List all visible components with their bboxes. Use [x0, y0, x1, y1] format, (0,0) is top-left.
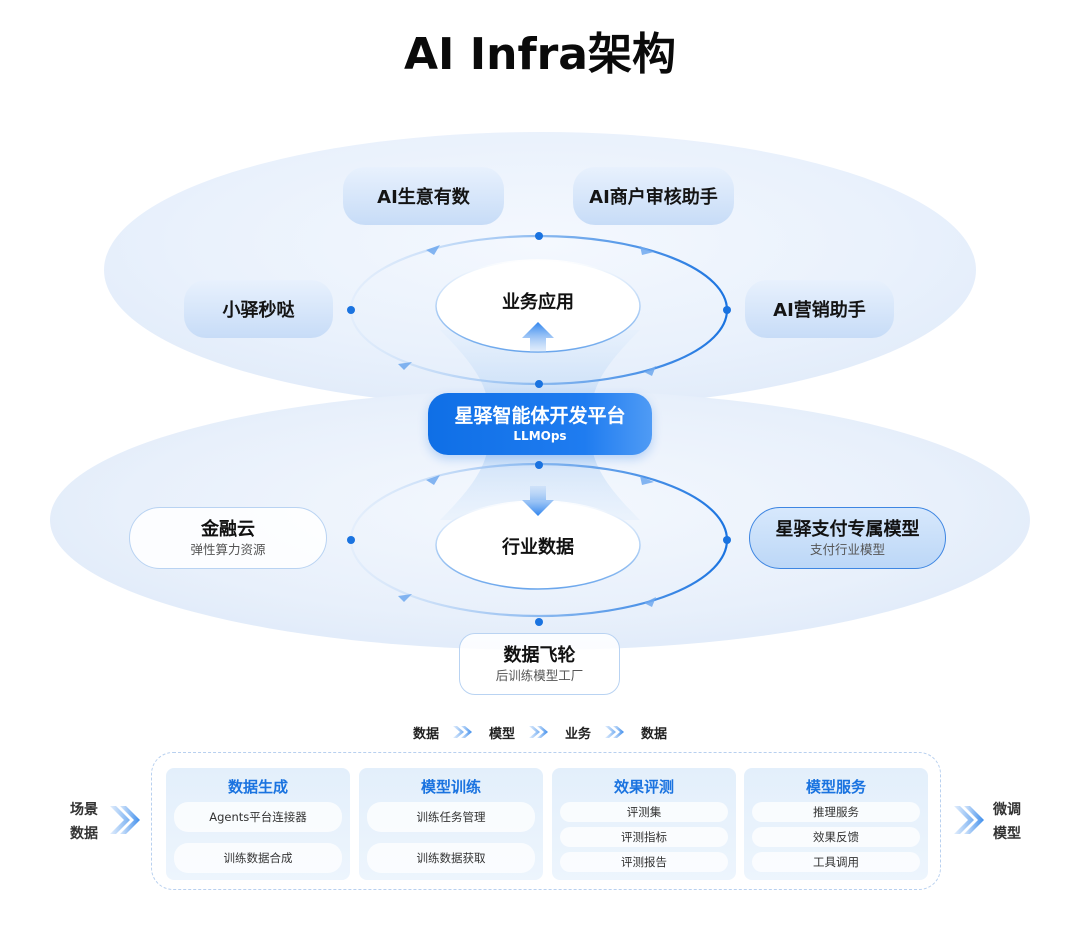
flow-step: 数据 [641, 726, 668, 742]
platform-title: 星驿智能体开发平台 [454, 405, 626, 427]
column-title: 效果评测 [613, 778, 674, 796]
flow-step: 数据 [412, 726, 439, 742]
column-item[interactable]: 评测集 [560, 802, 728, 822]
column-item[interactable]: 评测指标 [560, 827, 728, 847]
orbit-arrow-icon [640, 476, 654, 485]
orbit-arrow-icon [398, 594, 412, 602]
input-label-line: 数据 [70, 826, 98, 842]
input-arrow-icon [110, 806, 140, 834]
financial-cloud[interactable]: 金融云 弹性算力资源 [129, 507, 327, 569]
resource-title: 数据飞轮 [503, 644, 576, 666]
flow-step: 模型 [488, 726, 515, 742]
pipeline-column-data-generation: 数据生成 Agents平台连接器 训练数据合成 [166, 768, 350, 880]
orbit-dot [535, 380, 543, 388]
orbit-arrow-icon [426, 475, 440, 485]
app-ai-business-data[interactable]: AI生意有数 [343, 167, 504, 225]
arrow-down-icon [522, 486, 554, 516]
input-label: 场景 数据 [70, 798, 98, 846]
flow-sequence: 数据 模型 业务 数据 [0, 722, 1080, 742]
orbit-arrow-icon [644, 597, 656, 607]
pipeline-column-model-serving: 模型服务 推理服务 效果反馈 工具调用 [744, 768, 928, 880]
orbit-dot [535, 618, 543, 626]
resource-subtitle: 后训练模型工厂 [495, 667, 584, 683]
double-chevron-right-icon [605, 726, 625, 738]
orbit-arrow-icon [398, 362, 412, 370]
orbit-arrow-icon [426, 245, 440, 255]
output-label: 微调 模型 [993, 798, 1021, 846]
double-chevron-right-icon [452, 726, 472, 738]
column-item[interactable]: Agents平台连接器 [174, 802, 342, 832]
app-ai-merchant-review[interactable]: AI商户审核助手 [573, 167, 734, 225]
input-label-line: 场景 [70, 802, 98, 818]
orbit-arrow-icon [644, 366, 656, 376]
app-label: 小驿秒哒 [222, 300, 295, 321]
business-application-label: 业务应用 [502, 292, 574, 313]
orbit-dot [347, 306, 355, 314]
orbit-dot [535, 461, 543, 469]
pipeline-frame [151, 752, 941, 890]
app-ai-marketing[interactable]: AI营销助手 [745, 280, 894, 338]
column-item[interactable]: 效果反馈 [752, 827, 920, 847]
flow-step: 业务 [565, 726, 592, 742]
column-title: 数据生成 [227, 778, 288, 796]
pipeline-column-evaluation: 效果评测 评测集 评测指标 评测报告 [552, 768, 736, 880]
orbit-dot [723, 306, 731, 314]
platform-subtitle: LLMOps [513, 429, 567, 443]
industry-data-label: 行业数据 [502, 537, 574, 558]
resource-title: 金融云 [201, 518, 255, 540]
orbit-dot [723, 536, 731, 544]
payment-model[interactable]: 星驿支付专属模型 支付行业模型 [749, 507, 946, 569]
orbit-dot [535, 232, 543, 240]
orbit-arrow-icon [640, 246, 654, 255]
data-flywheel[interactable]: 数据飞轮 后训练模型工厂 [459, 633, 620, 695]
resource-subtitle: 支付行业模型 [809, 541, 885, 557]
column-item[interactable]: 工具调用 [752, 852, 920, 872]
arrow-up-icon [522, 322, 554, 352]
app-label: AI商户审核助手 [589, 187, 718, 208]
double-chevron-right-icon [529, 726, 548, 738]
platform-box[interactable]: 星驿智能体开发平台 LLMOps [428, 393, 652, 455]
column-item[interactable]: 评测报告 [560, 852, 728, 872]
output-arrow-icon [954, 806, 984, 834]
column-item[interactable]: 训练任务管理 [367, 802, 535, 832]
orbit-dot [347, 536, 355, 544]
app-label: AI生意有数 [377, 187, 470, 208]
column-title: 模型服务 [805, 778, 866, 796]
column-item[interactable]: 推理服务 [752, 802, 920, 822]
output-label-line: 模型 [993, 826, 1021, 842]
column-item[interactable]: 训练数据获取 [367, 843, 535, 873]
column-title: 模型训练 [420, 778, 481, 796]
app-xiaoyi-miaoda[interactable]: 小驿秒哒 [184, 280, 333, 338]
app-label: AI营销助手 [773, 300, 866, 321]
resource-title: 星驿支付专属模型 [775, 518, 920, 540]
column-item[interactable]: 训练数据合成 [174, 843, 342, 873]
output-label-line: 微调 [993, 802, 1021, 818]
resource-subtitle: 弹性算力资源 [190, 541, 266, 557]
pipeline-column-model-training: 模型训练 训练任务管理 训练数据获取 [359, 768, 543, 880]
page-title: AI Infra架构 [404, 29, 676, 80]
